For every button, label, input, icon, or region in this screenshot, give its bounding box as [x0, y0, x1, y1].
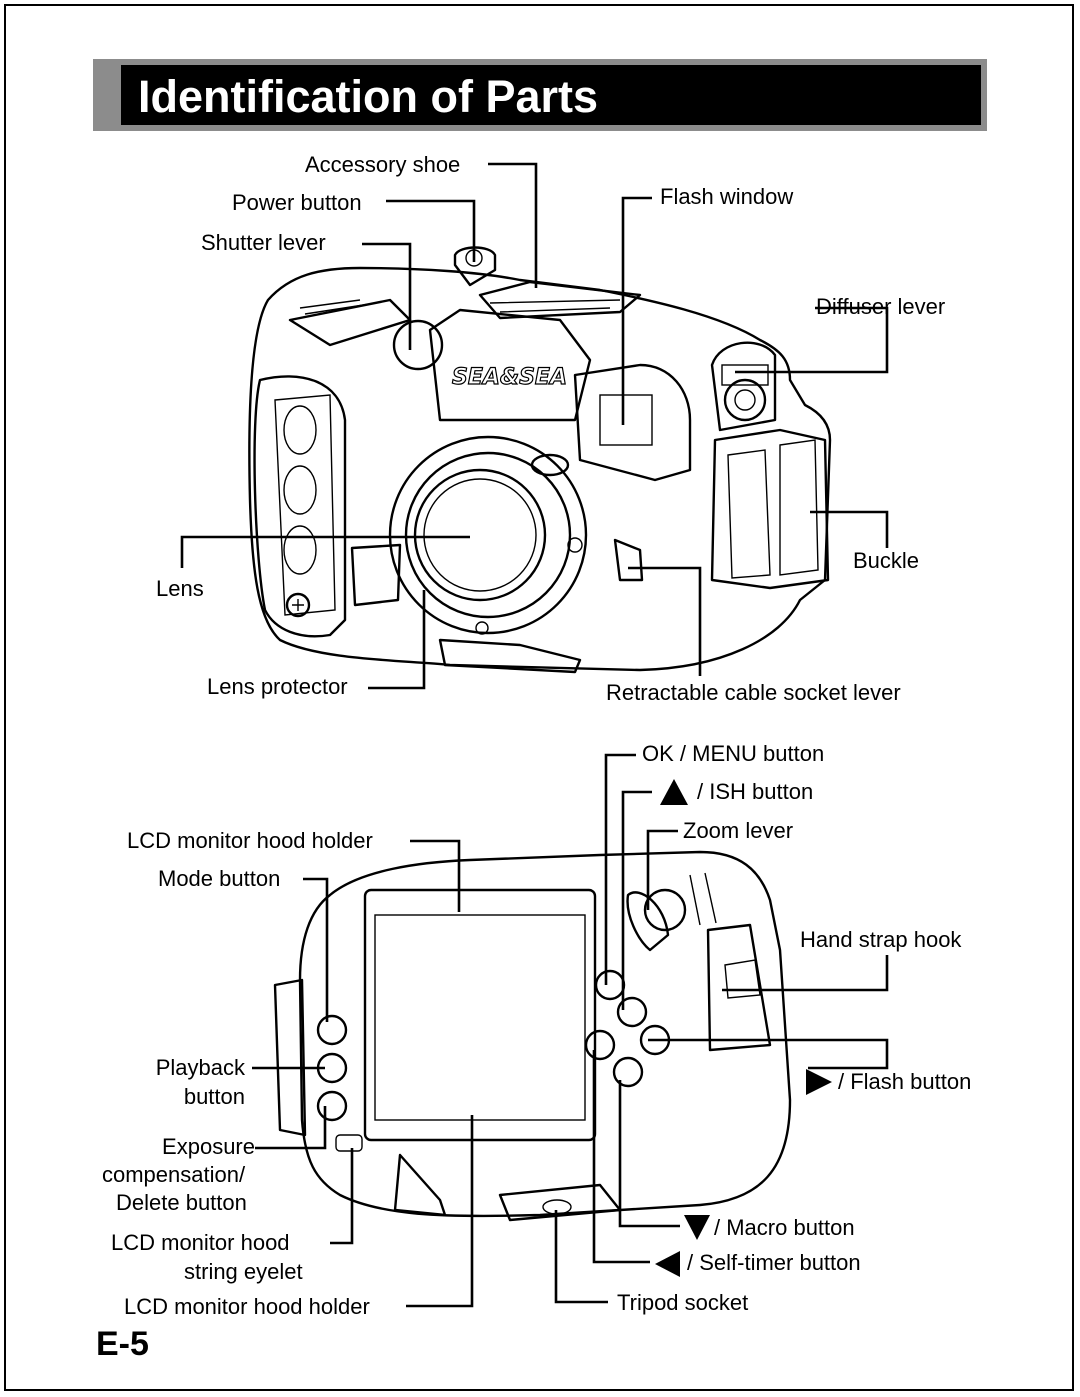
- label-ok-menu-button: OK / MENU button: [642, 741, 825, 766]
- label-lcd-hood-holder-top: LCD monitor hood holder: [127, 828, 373, 853]
- front-leader-lines: [180, 162, 889, 690]
- label-exposure-line3: Delete button: [116, 1190, 247, 1215]
- label-lens: Lens: [156, 576, 204, 601]
- label-hood-eyelet-line2: string eyelet: [184, 1259, 303, 1284]
- page-frame: [4, 4, 1074, 1391]
- label-self-timer-button: / Self-timer button: [687, 1250, 861, 1275]
- back-leader-lines: [252, 753, 889, 1308]
- front-camera-housing: SEA&SEA: [248, 246, 832, 674]
- brand-logo: SEA&SEA: [452, 365, 567, 390]
- label-playback-button-line2: button: [183, 1084, 245, 1109]
- page-number: E-5: [96, 1325, 149, 1363]
- label-zoom-lever: Zoom lever: [683, 818, 794, 843]
- title-bar-inner: [121, 65, 981, 125]
- triangle-left-icon: [655, 1251, 680, 1277]
- label-tripod-socket: Tripod socket: [617, 1290, 749, 1315]
- label-buckle: Buckle: [853, 548, 920, 573]
- back-camera-housing: [273, 850, 792, 1222]
- label-power-button: Power button: [232, 190, 362, 215]
- label-flash-button: / Flash button: [838, 1069, 972, 1094]
- triangle-down-icon: [684, 1215, 710, 1240]
- label-flash-window: Flash window: [660, 184, 794, 209]
- label-ish-button: / ISH button: [697, 779, 814, 804]
- label-shutter-lever: Shutter lever: [201, 230, 326, 255]
- label-lens-protector: Lens protector: [207, 674, 348, 699]
- label-hand-strap-hook: Hand strap hook: [800, 927, 962, 952]
- label-hood-eyelet-line1: LCD monitor hood: [111, 1230, 290, 1255]
- label-diffuser-lever: Diffuser lever: [816, 294, 946, 319]
- label-exposure-line2: compensation/: [102, 1162, 246, 1187]
- label-retractable-cable-socket-lever: Retractable cable socket lever: [606, 680, 901, 705]
- label-exposure-line1: Exposure: [162, 1134, 255, 1159]
- label-mode-button: Mode button: [158, 866, 281, 891]
- triangle-right-icon: [806, 1069, 832, 1095]
- label-accessory-shoe: Accessory shoe: [305, 152, 461, 177]
- label-macro-button: / Macro button: [714, 1215, 855, 1240]
- triangle-up-icon: [660, 779, 688, 805]
- page-title: Identification of Parts: [138, 71, 599, 122]
- label-lcd-hood-holder-bottom: LCD monitor hood holder: [124, 1294, 370, 1319]
- label-playback-button-line1: Playback: [155, 1055, 245, 1080]
